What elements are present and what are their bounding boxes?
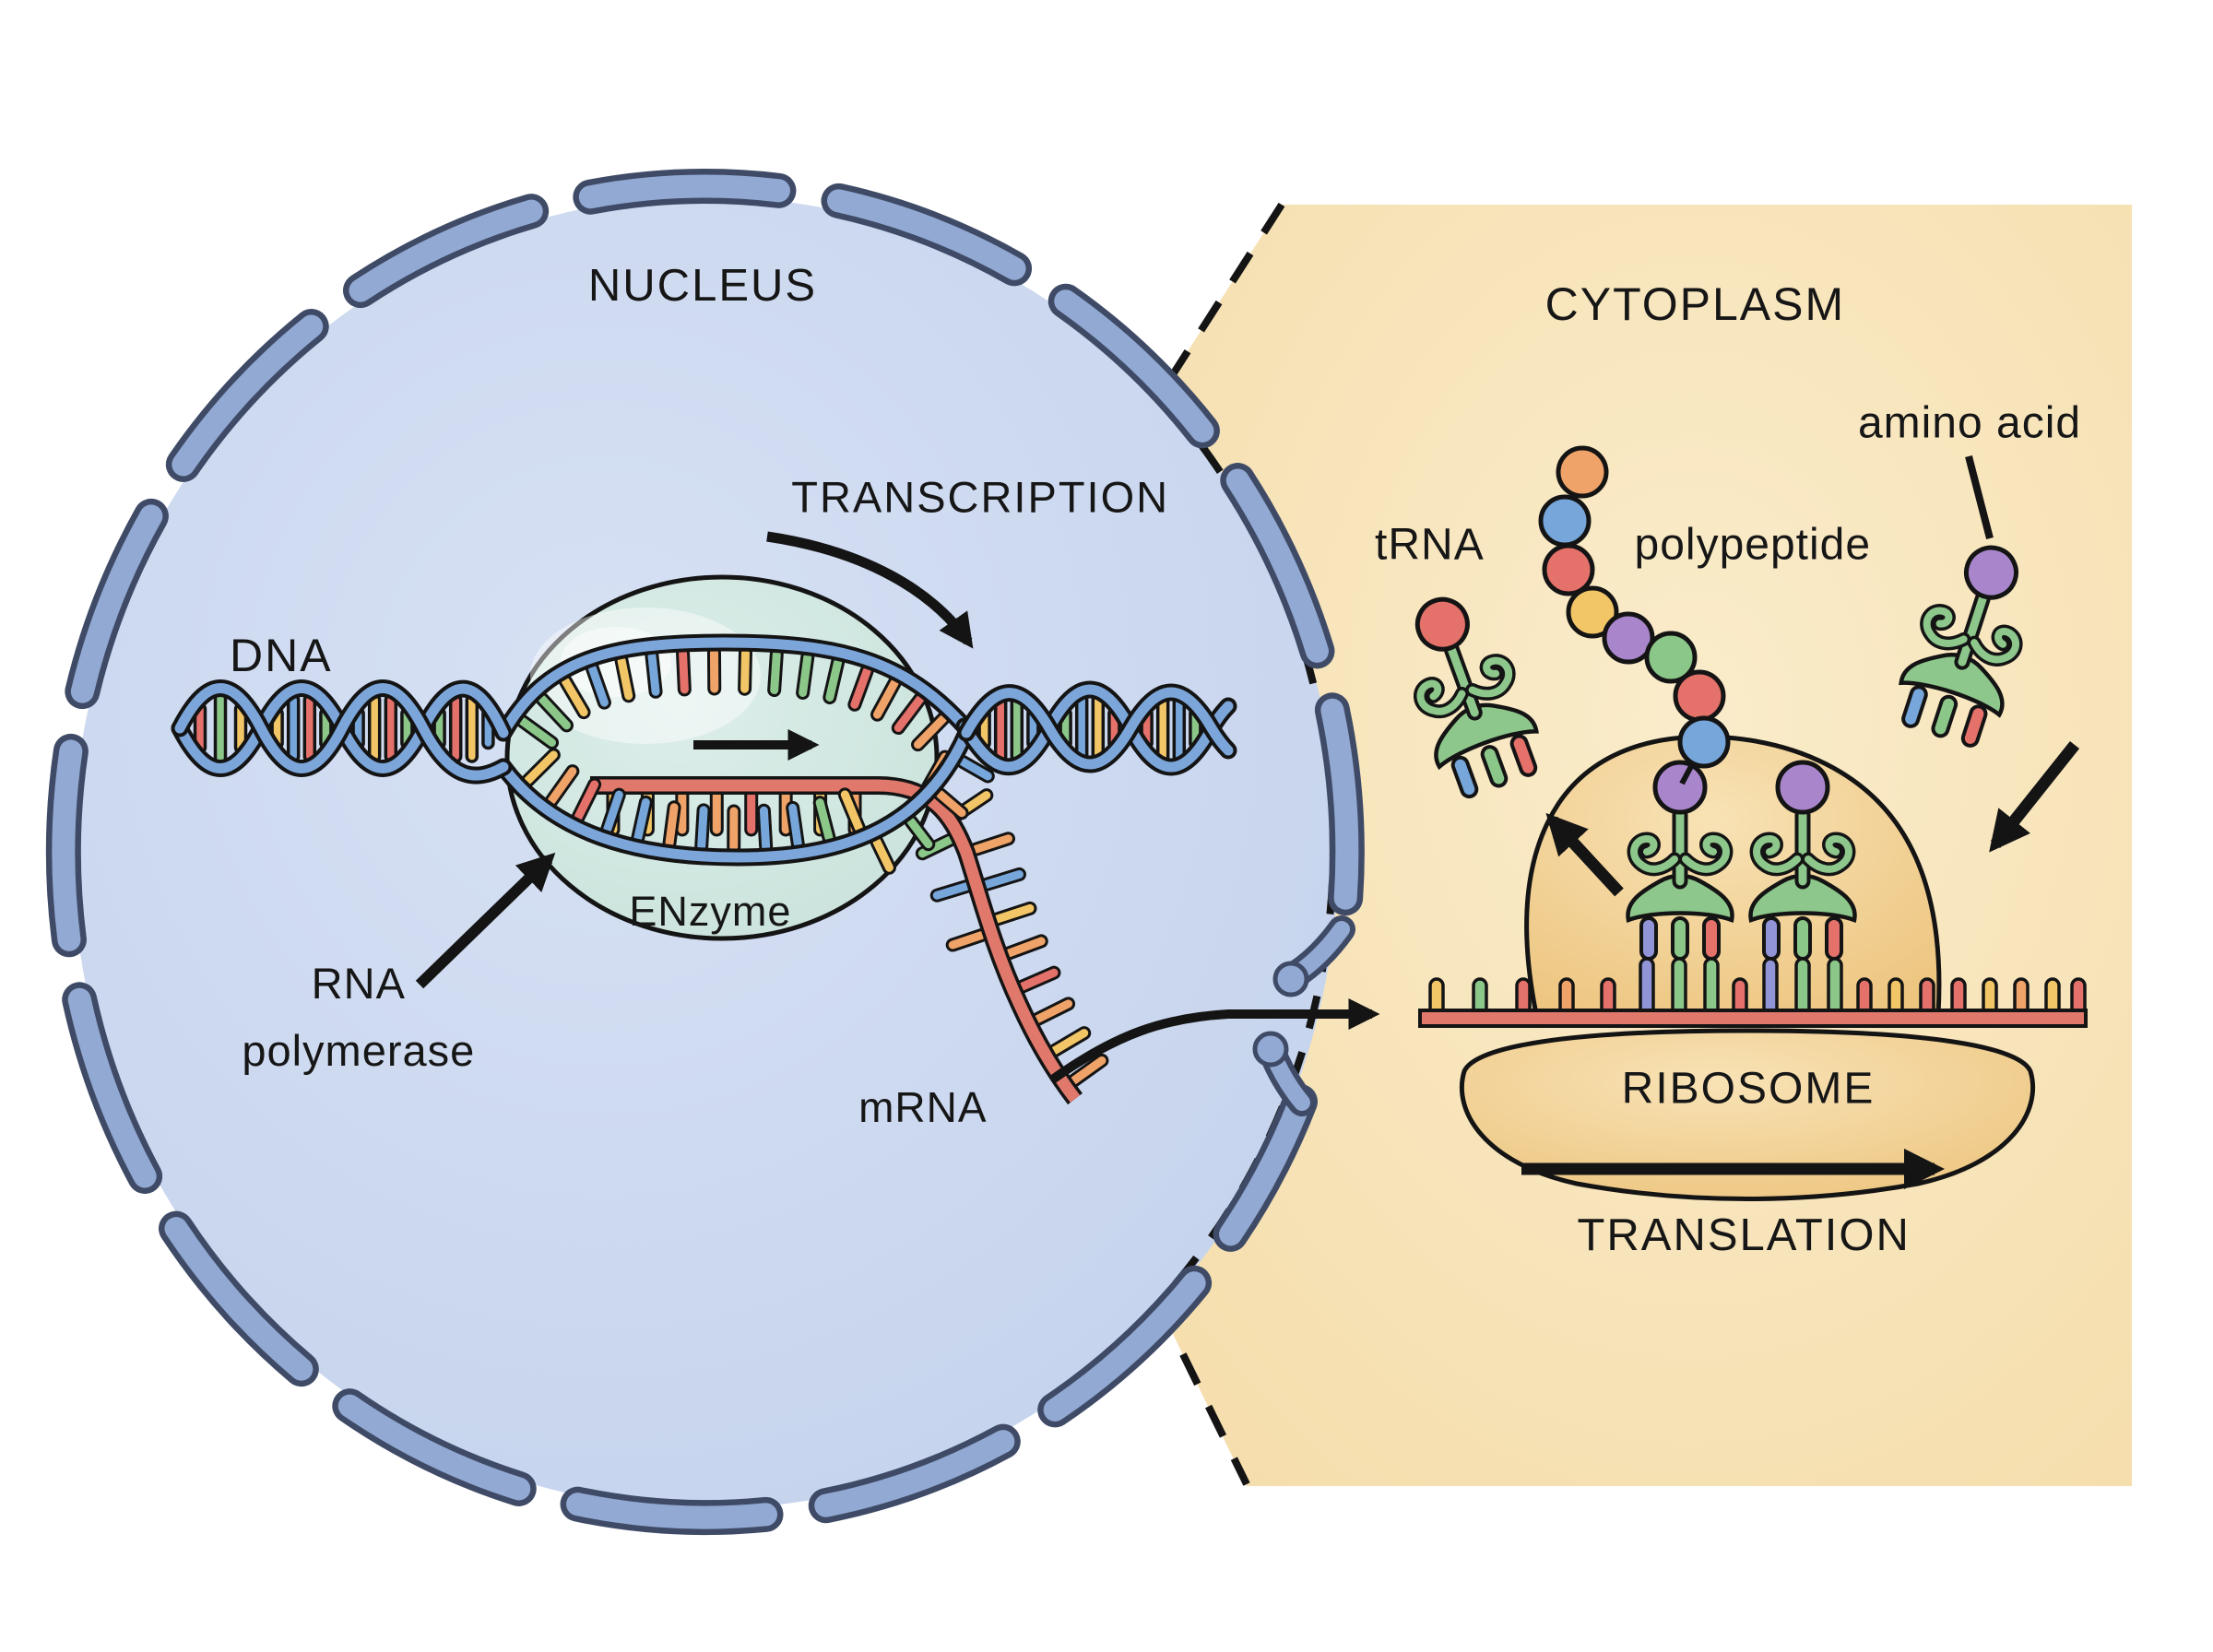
dna-base-pair	[213, 691, 228, 765]
ribosome-trna-left	[1626, 760, 1734, 961]
nucleus-label: NUCLEUS	[587, 261, 818, 312]
nuclear-export-arrow	[1048, 997, 1380, 1085]
amino-acid-entry-arrow	[1989, 740, 2080, 853]
transcription-label: TRANSCRIPTION	[791, 472, 1170, 522]
rna-polymerase-enzyme	[504, 574, 940, 941]
trna-label: tRNA	[1375, 520, 1485, 570]
polypeptide-bead	[1566, 585, 1619, 639]
polypeptide-bead	[1673, 669, 1726, 723]
trna-anticodon-foot	[1671, 916, 1689, 961]
polypeptide-bead	[1542, 543, 1595, 596]
rna-polymerase-label-line2: polymerase	[242, 1025, 476, 1075]
dna-helix-left	[171, 679, 513, 785]
amino-acid-bead	[1775, 760, 1830, 815]
ribosome-small-subunit	[1459, 1028, 2036, 1201]
trna-anticodon-foot	[1509, 734, 1538, 777]
dna-base-pair	[448, 693, 463, 763]
polypeptide-chain	[1538, 445, 1731, 785]
amino-acid-bead	[1652, 760, 1708, 815]
trna-anticodon-foot	[1702, 916, 1721, 961]
nuclear-envelope	[45, 169, 1365, 1536]
transcription-bubble-dna	[494, 633, 995, 875]
dna-base-pair	[302, 693, 317, 763]
rna-polymerase-label: RNA polymerase	[242, 950, 475, 1085]
trna-anticodon-foot	[1480, 745, 1509, 788]
trna-anticodon-foot	[1639, 916, 1658, 961]
trna-anticodon-foot	[1793, 916, 1812, 961]
amino-acid-bead	[1963, 545, 2018, 600]
ribosome-trna-right	[1748, 760, 1857, 961]
polypeptide-bead	[1644, 631, 1698, 684]
dna-base-pair	[465, 693, 479, 763]
dna-base-pair	[367, 693, 382, 763]
trna-exit-arrow	[1545, 812, 1624, 897]
polypeptide-bead	[1602, 611, 1655, 665]
polypeptide-bead	[1677, 715, 1731, 769]
dna-helix-right	[955, 680, 1237, 776]
trna-anticodon-foot	[1931, 694, 1959, 738]
enzyme-label: ENzyme	[629, 888, 792, 936]
dna-label: DNA	[230, 630, 333, 682]
ribosome-label: RIBOSOME	[1621, 1064, 1876, 1114]
transcription-arrow	[766, 531, 974, 649]
dna-base-pair	[286, 693, 301, 763]
mrna-label: mRNA	[858, 1082, 988, 1131]
rna-polymerase-arrow	[415, 852, 556, 989]
polypeptide-bead	[1556, 445, 1609, 499]
amino-acid-label: amino acid	[1857, 398, 2082, 448]
polypeptide-bead	[1538, 494, 1592, 548]
trna-anticodon-foot	[1960, 704, 1988, 748]
trna-anticodon-foot	[1762, 916, 1781, 961]
amino-acid-bead	[1414, 596, 1470, 652]
mrna-strand-cytoplasm	[1418, 957, 2088, 1028]
trna-anticodon-foot	[1825, 916, 1843, 961]
free-trna	[1414, 596, 1539, 799]
polypeptide-label: polypeptide	[1634, 520, 1872, 570]
nuclear-pore	[1252, 915, 1355, 1116]
incoming-trna	[1899, 545, 2023, 748]
trna-anticodon-foot	[1450, 755, 1479, 799]
rna-polymerase-label-line1: RNA	[311, 959, 406, 1009]
translation-label: TRANSLATION	[1577, 1210, 1911, 1261]
trna-anticodon-foot	[1901, 685, 1928, 728]
cytoplasm-label: CYTOPLASM	[1544, 277, 1846, 330]
dna-base-pair	[384, 693, 398, 763]
amino-acid-pointer-line	[1965, 454, 1994, 540]
